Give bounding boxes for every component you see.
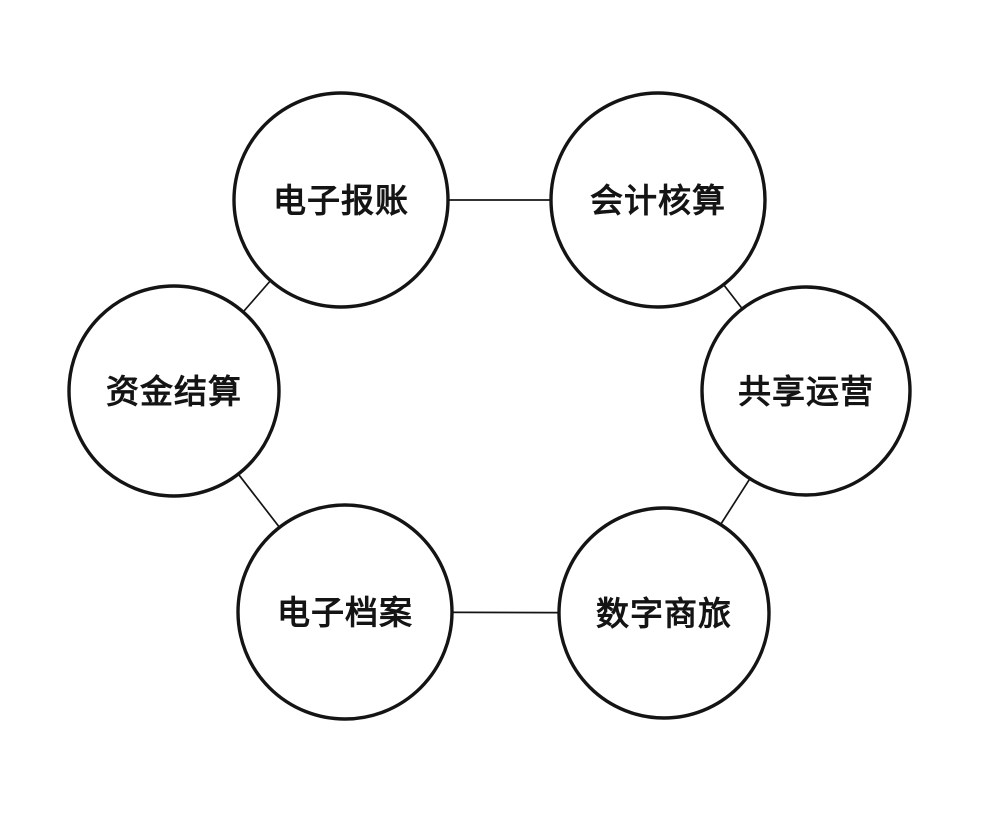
node-accounting-calculation: 会计核算	[549, 91, 767, 309]
node-label: 共享运营	[738, 374, 874, 411]
node-electronic-archives: 电子档案	[236, 503, 454, 721]
node-label: 资金结算	[106, 373, 242, 411]
node-electronic-reimbursement: 电子报账	[232, 91, 450, 309]
node-circle	[232, 91, 450, 309]
node-label: 会计核算	[590, 182, 726, 220]
node-circle	[549, 91, 767, 309]
node-shared-operations: 共享运营	[700, 285, 912, 497]
node-fund-settlement: 资金结算	[67, 284, 281, 498]
node-label: 电子档案	[277, 595, 413, 632]
node-label: 电子报账	[273, 183, 409, 220]
node-circle	[236, 503, 454, 721]
node-label: 数字商旅	[596, 596, 732, 633]
node-circle	[700, 285, 912, 497]
node-digital-business-travel: 数字商旅	[557, 506, 771, 720]
node-circle	[67, 284, 281, 498]
node-circle	[557, 506, 771, 720]
